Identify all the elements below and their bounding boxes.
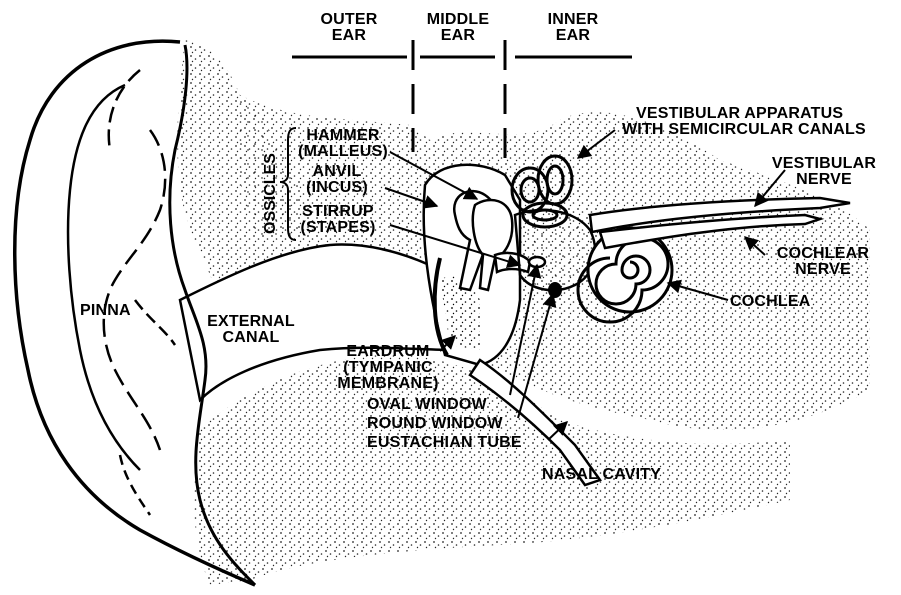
anvil-label: ANVIL (INCUS) [296, 164, 378, 196]
outer-ear-line2: EAR [314, 28, 384, 44]
inner-ear-line1: INNER [538, 12, 608, 28]
inner-ear-line2: EAR [538, 28, 608, 44]
vestibular-nerve-label: VESTIBULAR NERVE [764, 156, 884, 188]
oval-window-label: OVAL WINDOW [367, 397, 487, 413]
round-window-label: ROUND WINDOW [367, 416, 503, 432]
inner-ear-header: INNER EAR [538, 12, 608, 44]
eardrum-line1: EARDRUM [332, 344, 444, 360]
eardrum-line3: MEMBRANE) [332, 376, 444, 392]
round-window-shape [548, 282, 562, 298]
middle-ear-line2: EAR [418, 28, 498, 44]
cochlea-label: COCHLEA [730, 294, 811, 310]
vestibular-nerve-line1: VESTIBULAR [764, 156, 884, 172]
cochlear-nerve-line2: NERVE [768, 262, 878, 278]
external-canal-label: EXTERNAL CANAL [196, 314, 306, 346]
outer-ear-line1: OUTER [314, 12, 384, 28]
stirrup-label: STIRRUP (STAPES) [292, 204, 384, 236]
external-canal-line1: EXTERNAL [196, 314, 306, 330]
middle-ear-line1: MIDDLE [418, 12, 498, 28]
eustachian-tube-label: EUSTACHIAN TUBE [367, 435, 522, 451]
ossicles-label: OSSICLES [262, 153, 280, 234]
hammer-label: HAMMER (MALLEUS) [292, 128, 394, 160]
external-canal-line2: CANAL [196, 330, 306, 346]
cochlear-nerve-line1: COCHLEAR [768, 246, 878, 262]
vestibular-apparatus-label: VESTIBULAR APPARATUS WITH SEMICIRCULAR C… [622, 106, 866, 138]
antihelix-dash [104, 130, 165, 450]
anvil-line1: ANVIL [296, 164, 378, 180]
cochlear-nerve-label: COCHLEAR NERVE [768, 246, 878, 278]
outer-ear-header: OUTER EAR [314, 12, 384, 44]
concha-dash [135, 300, 175, 345]
helix-dash [109, 70, 140, 150]
stirrup-line2: (STAPES) [292, 220, 384, 236]
hammer-line2: (MALLEUS) [292, 144, 394, 160]
nasal-cavity-label: NASAL CAVITY [542, 467, 661, 483]
anvil-line2: (INCUS) [296, 180, 378, 196]
hammer-line1: HAMMER [292, 128, 394, 144]
pinna-label: PINNA [80, 303, 131, 319]
eardrum-label: EARDRUM (TYMPANIC MEMBRANE) [332, 344, 444, 392]
eardrum-line2: (TYMPANIC [332, 360, 444, 376]
helix-fold [68, 85, 140, 470]
vestibular-apparatus-line2: WITH SEMICIRCULAR CANALS [622, 122, 866, 138]
vestibular-nerve-line2: NERVE [764, 172, 884, 188]
stirrup-line1: STIRRUP [292, 204, 384, 220]
vestibular-apparatus-line1: VESTIBULAR APPARATUS [622, 106, 866, 122]
middle-ear-header: MIDDLE EAR [418, 12, 498, 44]
